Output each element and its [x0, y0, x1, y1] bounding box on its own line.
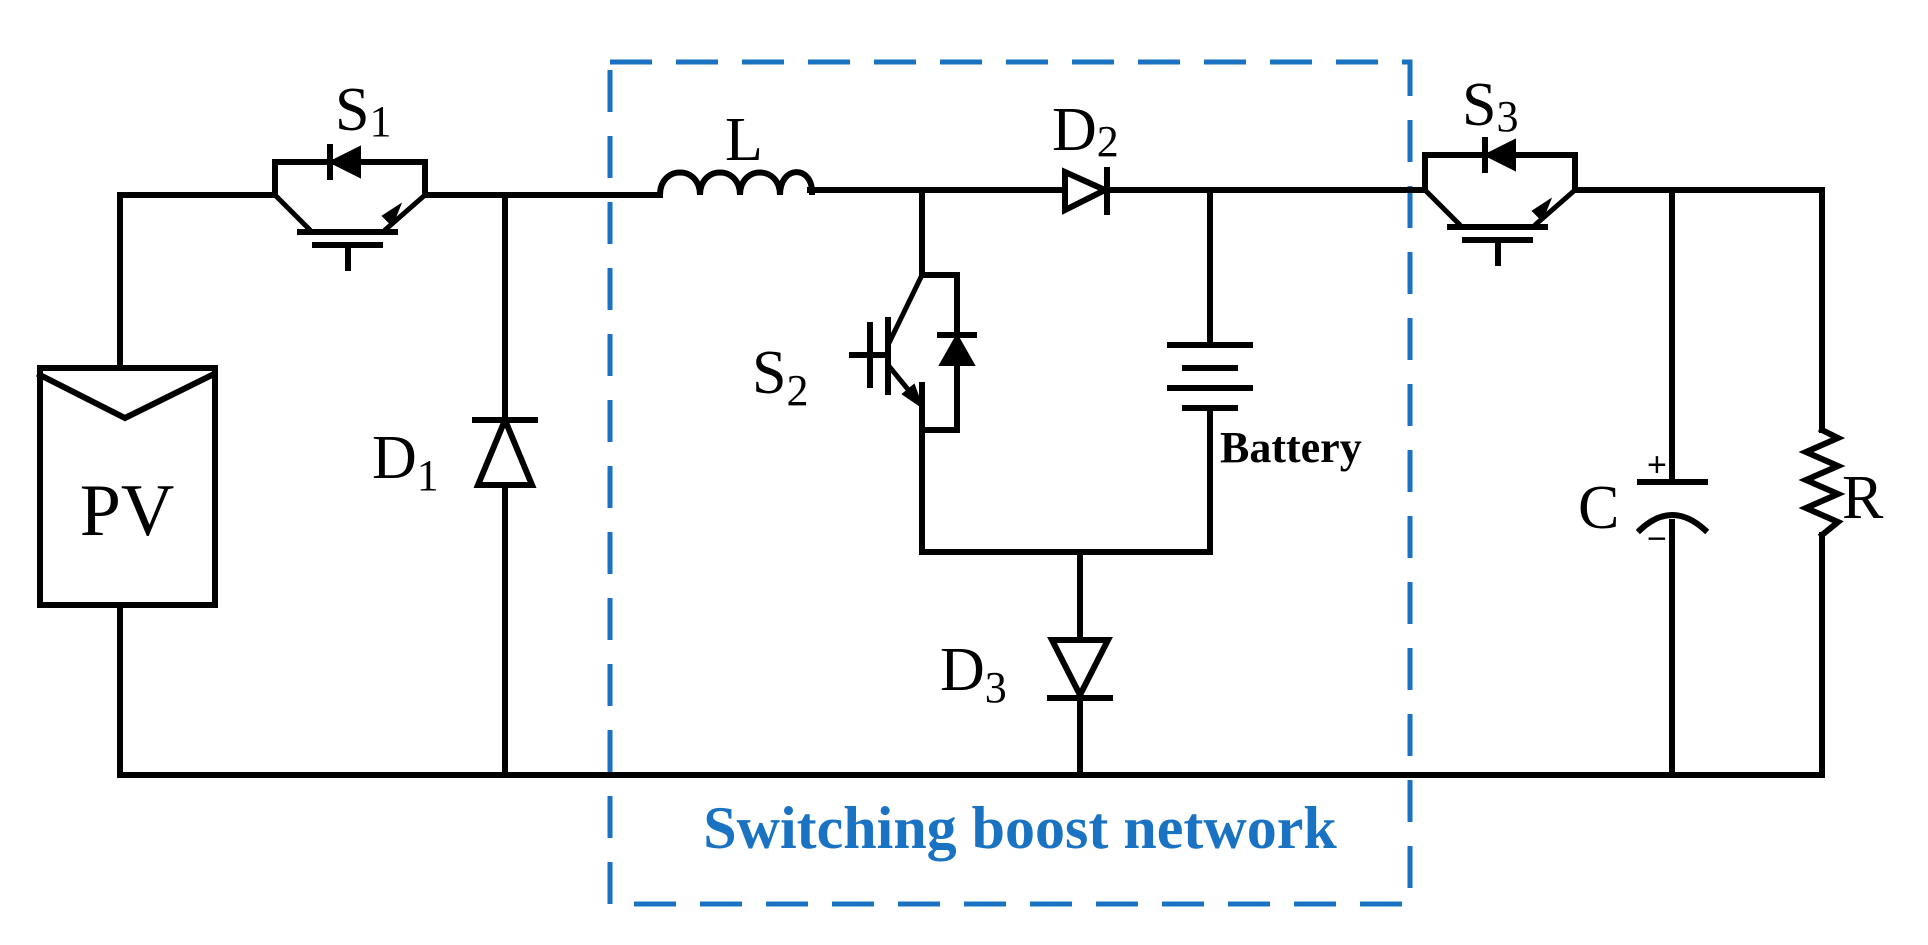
capacitor-minus: −	[1647, 520, 1667, 558]
d3-label: D3	[940, 636, 1007, 712]
d1-label: D1	[372, 424, 439, 500]
wire-bottom-rail	[117, 607, 1825, 778]
s3-label: S3	[1462, 71, 1518, 141]
switch-s3: S3	[1422, 71, 1578, 266]
wire-s2-bottom	[919, 382, 1213, 555]
resistor-label: R	[1842, 464, 1884, 532]
switch-s2: S2	[752, 272, 977, 433]
capacitor-plus: +	[1647, 446, 1667, 484]
resistor-r: R	[1798, 425, 1884, 540]
capacitor-label: C	[1578, 474, 1619, 542]
wires	[117, 187, 1825, 778]
inductor-label: L	[725, 106, 763, 174]
battery-label: Battery	[1220, 423, 1362, 472]
diode-d2: D2	[1052, 96, 1119, 215]
s1-label: S1	[335, 76, 391, 146]
pv-panel: PV	[35, 365, 218, 608]
wire-pv-top	[117, 192, 278, 368]
diode-d3: D3	[940, 636, 1113, 712]
capacitor-c: C + −	[1578, 446, 1710, 558]
diode-d1: D1	[372, 412, 538, 500]
switching-boost-network-box	[607, 59, 1413, 907]
s2-label: S2	[752, 339, 808, 415]
d2-label: D2	[1052, 96, 1119, 166]
battery: Battery	[1167, 342, 1362, 472]
switching-boost-network-label: Switching boost network	[703, 795, 1337, 861]
wire-s2-top	[919, 187, 960, 278]
inductor-l: L	[656, 106, 816, 199]
pv-label: PV	[80, 470, 175, 552]
switch-s1: S1	[272, 76, 428, 271]
